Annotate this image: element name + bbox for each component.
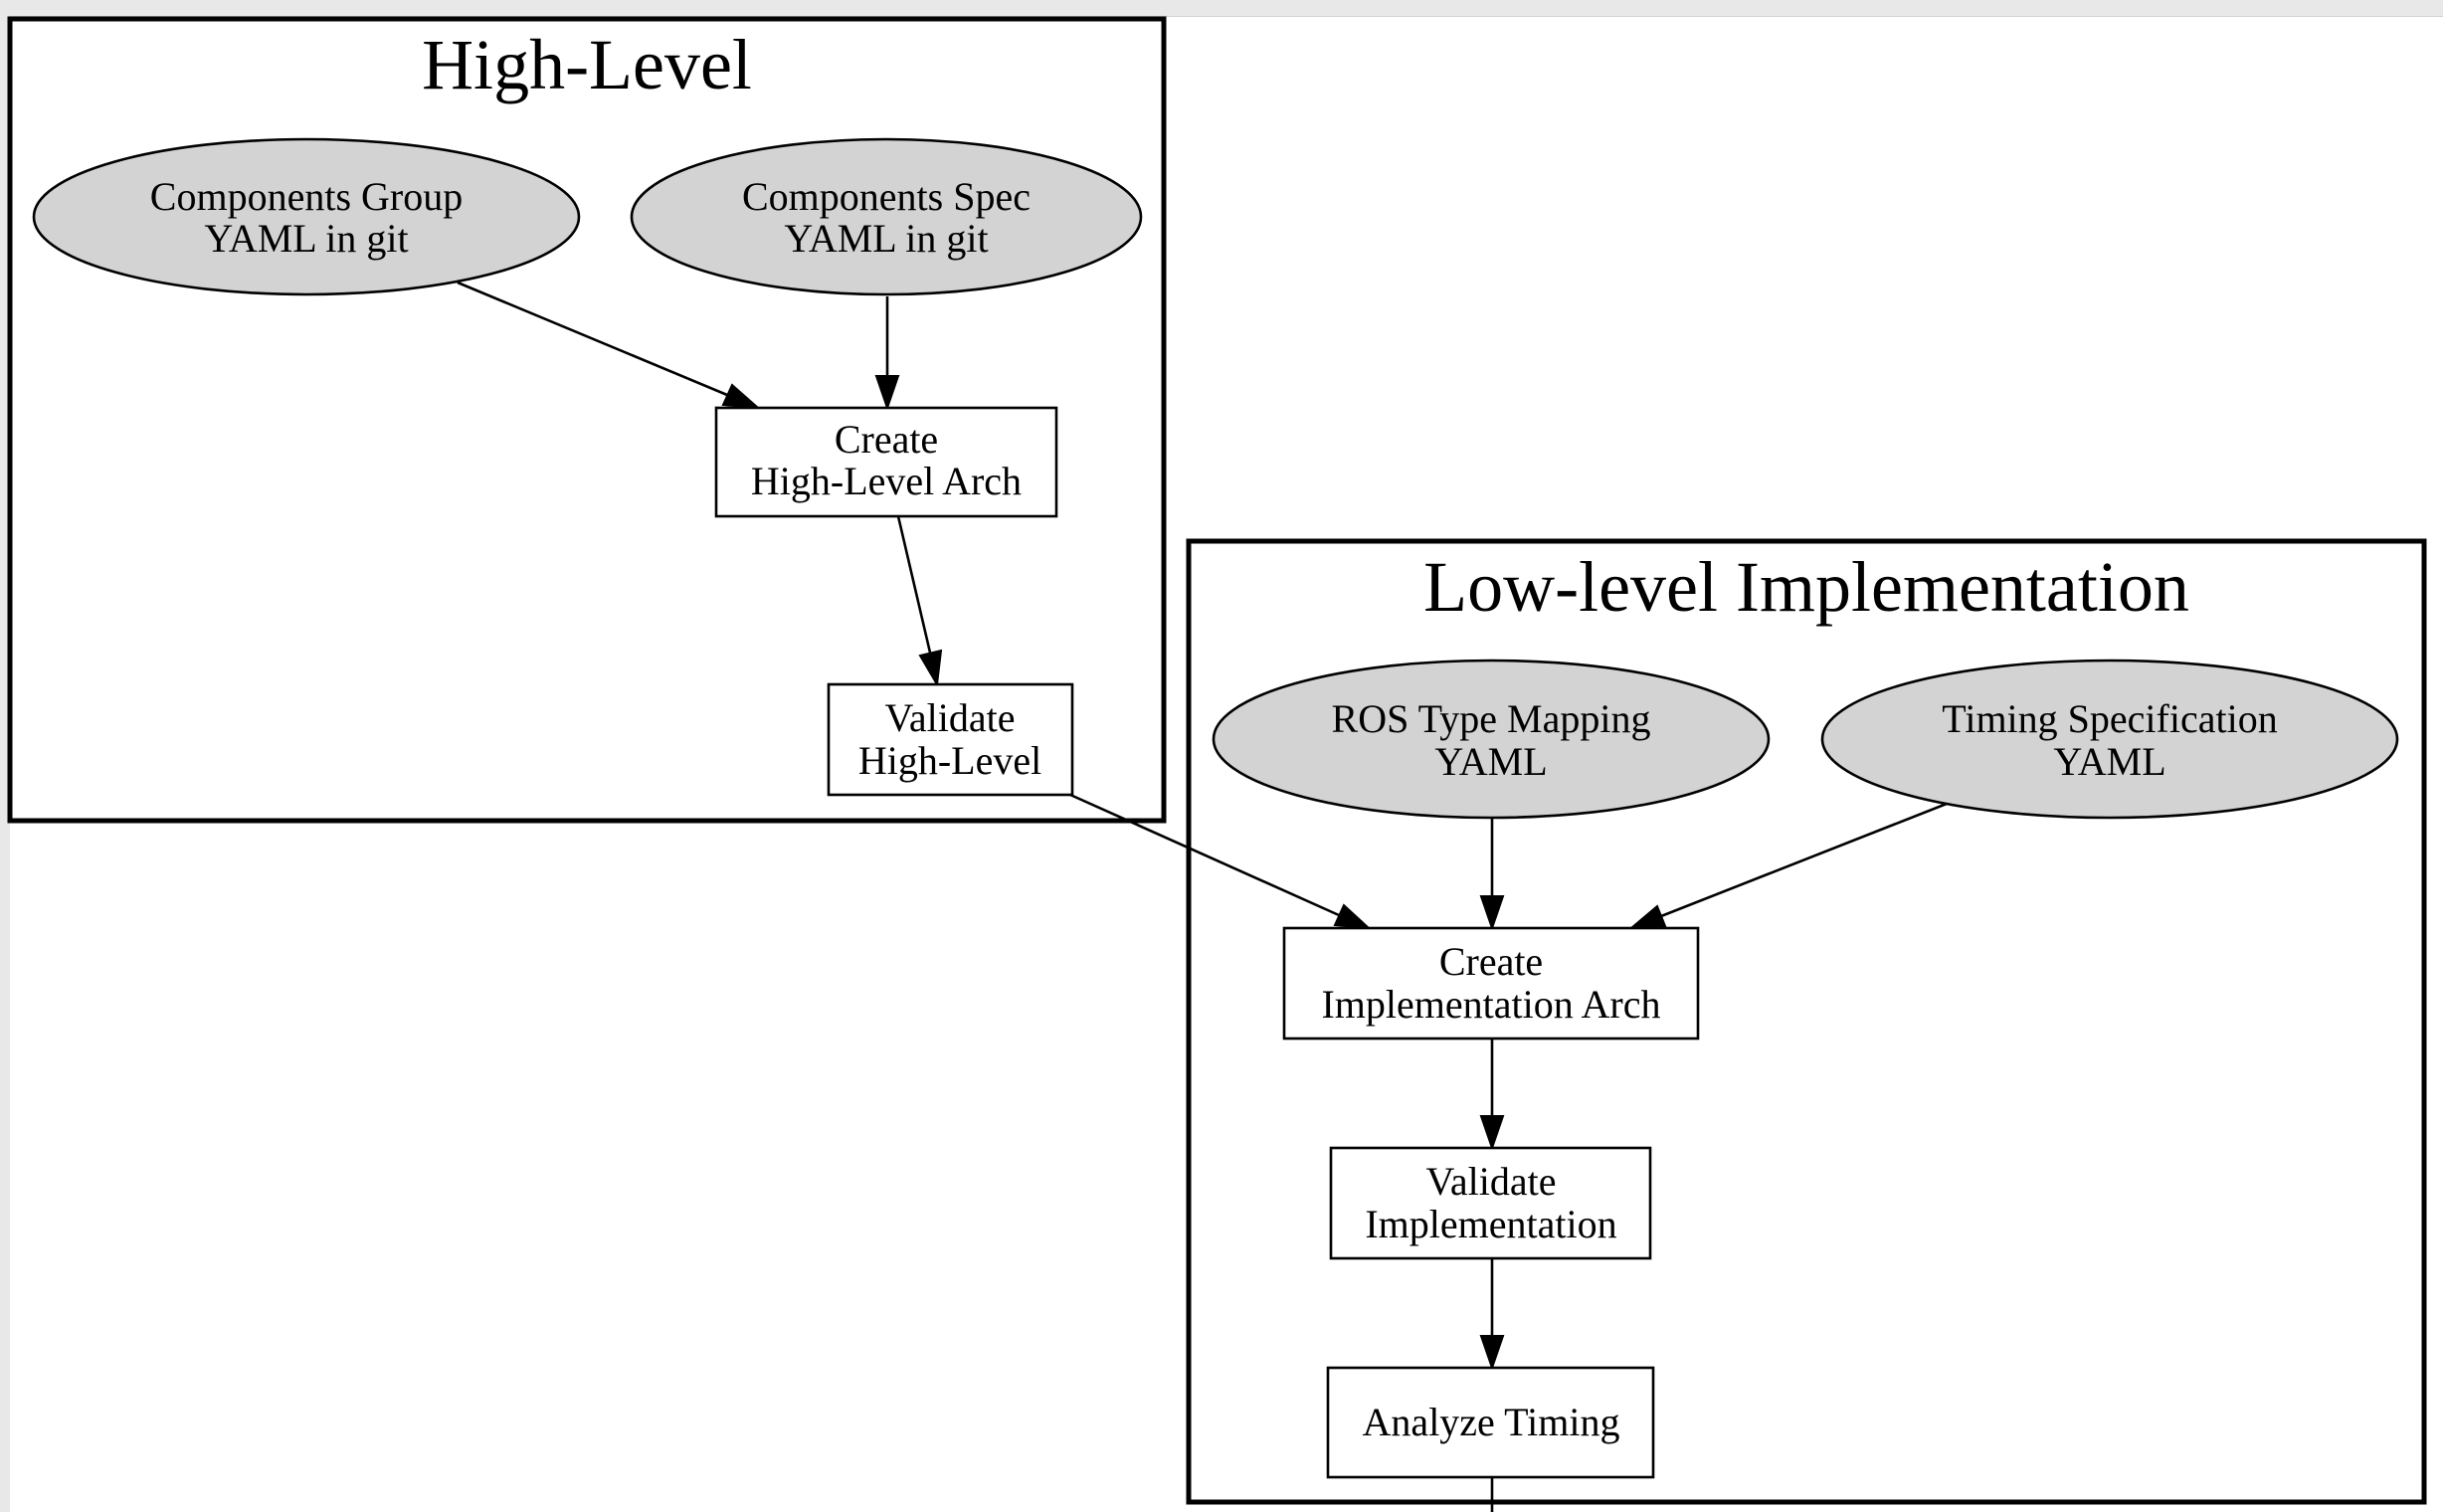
node-ros-type-mapping: ROS Type Mapping YAML — [1212, 659, 1771, 820]
arrowhead — [1479, 1115, 1505, 1152]
cluster-high-level: High-Level — [7, 16, 1167, 824]
arrowhead — [874, 375, 900, 412]
arrowhead — [918, 649, 943, 688]
node-label: Timing Specification — [1942, 696, 2277, 741]
node-validate-implementation: Validate Implementation — [1329, 1146, 1652, 1260]
node-shape — [827, 682, 1074, 797]
edge-timing-spec-to-create-impl — [1660, 802, 1948, 918]
node-shape — [1282, 926, 1700, 1040]
node-label: Validate — [1425, 1159, 1556, 1204]
node-label: YAML — [2053, 739, 2165, 784]
node-timing-specification: Timing Specification YAML — [1820, 659, 2399, 820]
cluster-low-level: Low-level Implementation — [1186, 538, 2427, 1505]
cluster-high-level-title: High-Level — [422, 25, 752, 104]
node-shape — [1329, 1146, 1652, 1260]
node-label: High-Level — [858, 738, 1041, 783]
arrowhead — [1479, 1335, 1505, 1372]
edge-validate-high-level-to-create-impl — [1069, 793, 1340, 917]
node-label: Create — [1439, 939, 1543, 984]
viewer-top-edge — [0, 0, 2443, 17]
node-shape — [1820, 659, 2399, 820]
node-label: Validate — [884, 695, 1015, 740]
arrowhead — [1479, 895, 1505, 932]
node-label: Create — [835, 417, 938, 462]
arrowhead — [1628, 904, 1667, 930]
node-label: High-Level Arch — [751, 459, 1022, 503]
node-label: YAML in git — [204, 216, 408, 261]
edge-components-group-to-create-high-level — [457, 281, 728, 397]
cluster-low-level-title: Low-level Implementation — [1423, 547, 2189, 627]
node-label: Implementation Arch — [1321, 982, 1660, 1027]
node-components-group: Components Group YAML in git — [32, 137, 581, 296]
node-label: Components Spec — [742, 174, 1031, 219]
node-shape — [630, 137, 1143, 296]
node-analyze-timing: Analyze Timing — [1326, 1366, 1655, 1479]
node-create-implementation-arch: Create Implementation Arch — [1282, 926, 1700, 1040]
node-shape — [1212, 659, 1771, 820]
node-label: Implementation — [1365, 1202, 1616, 1246]
node-shape — [32, 137, 581, 296]
node-label: YAML in git — [784, 216, 988, 261]
node-components-spec: Components Spec YAML in git — [630, 137, 1143, 296]
viewer-left-edge — [0, 16, 10, 1512]
node-label: YAML — [1434, 739, 1547, 784]
node-label: Components Group — [150, 174, 463, 219]
node-label: ROS Type Mapping — [1332, 696, 1651, 741]
node-label: Analyze Timing — [1363, 1400, 1620, 1444]
node-validate-high-level: Validate High-Level — [827, 682, 1074, 797]
arrowhead — [721, 383, 761, 410]
node-shape — [1326, 1366, 1655, 1479]
node-shape — [714, 406, 1058, 518]
edge-create-high-level-to-validate-high-level — [896, 515, 932, 654]
edges — [457, 281, 1948, 1512]
node-create-high-level-arch: Create High-Level Arch — [714, 406, 1058, 518]
arrowhead — [1333, 903, 1372, 930]
cluster-low-level-frame — [1186, 538, 2427, 1505]
cluster-high-level-frame — [7, 16, 1167, 824]
